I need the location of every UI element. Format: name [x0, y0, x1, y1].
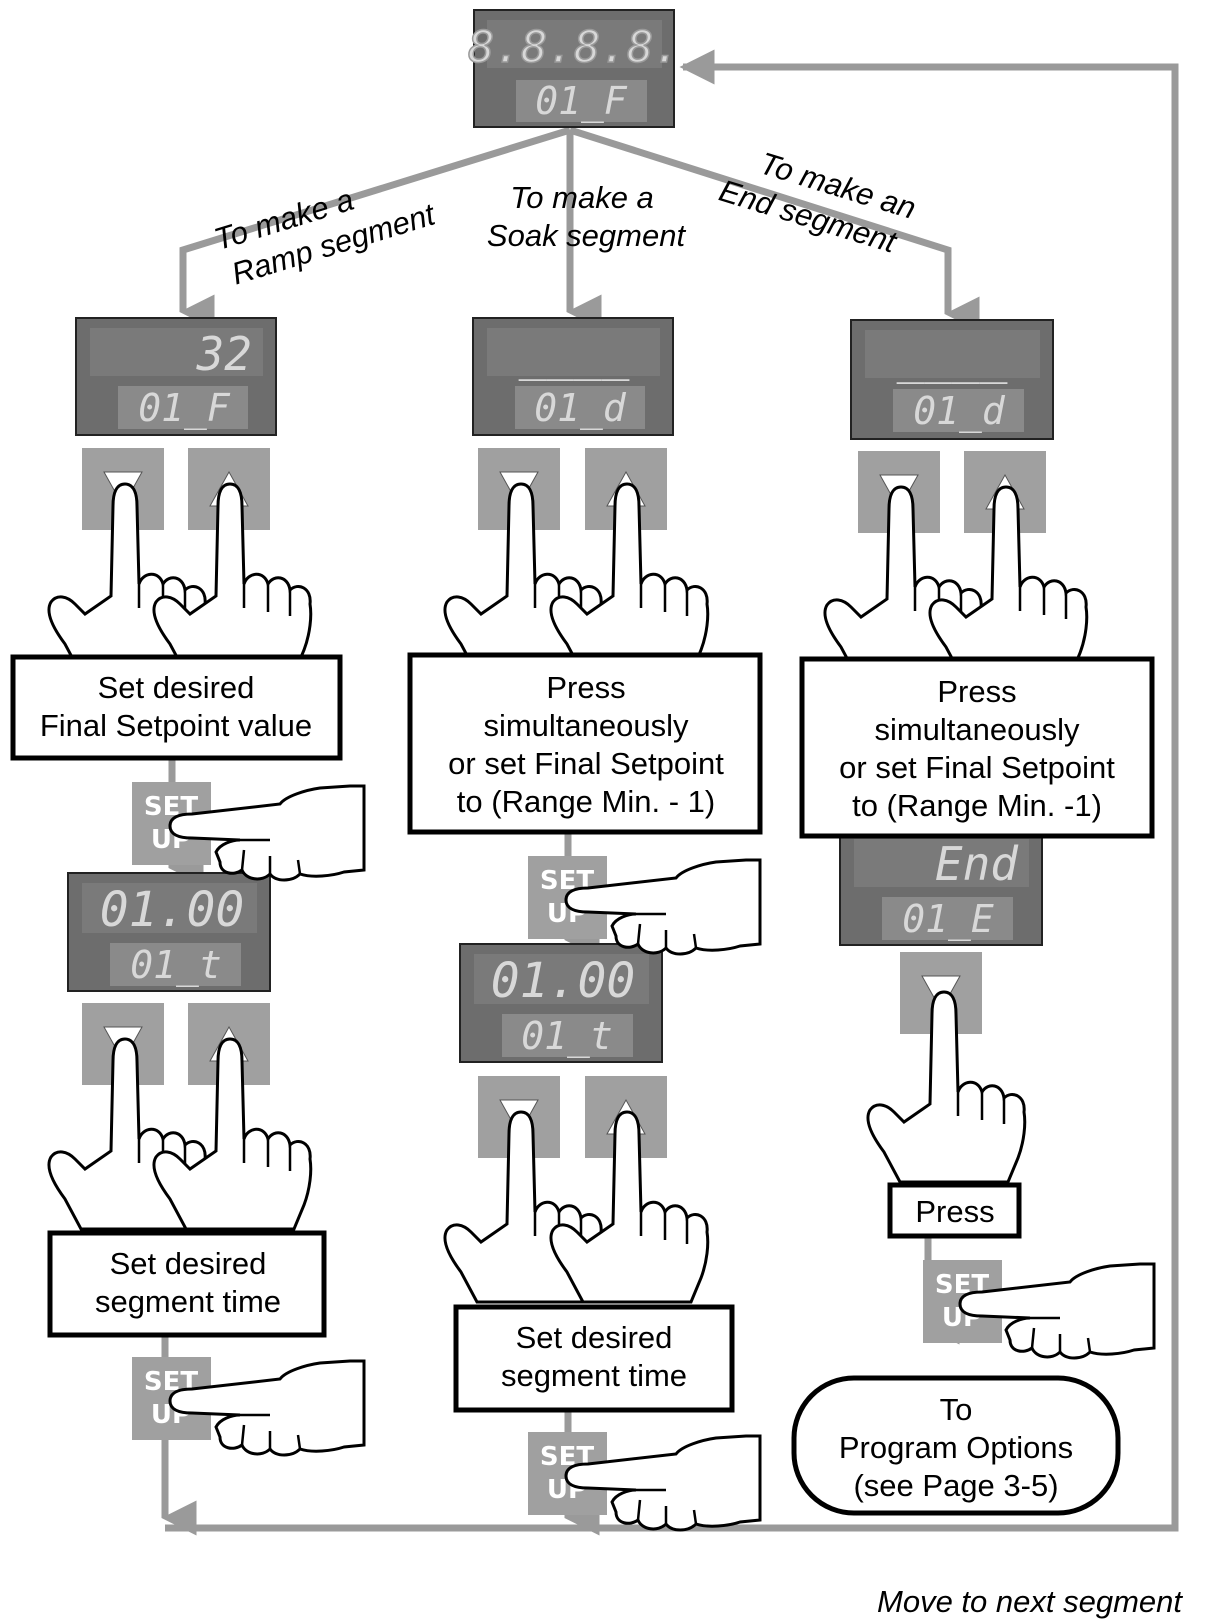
ramp-display-1-lower: 01_F	[138, 386, 231, 431]
top-controller-display: 8.8.8.8. 01_F	[467, 9, 681, 128]
end-down-key	[866, 952, 1027, 1184]
terminal-line: To	[940, 1392, 973, 1427]
end-instruction-1-line: or set Final Setpoint	[839, 750, 1115, 785]
program-options-terminal: To Program Options (see Page 3-5)	[791, 1375, 1121, 1516]
terminal-line: Program Options	[839, 1430, 1073, 1465]
ramp-instruction-1: Set desired Final Setpoint value	[10, 654, 343, 761]
ramp-setup-key-1: SET UP	[132, 782, 366, 882]
end-press-box: Press	[887, 1182, 1022, 1239]
end-display-2-upper: End	[935, 837, 1019, 891]
ramp-display-2-upper: 01.00	[100, 882, 245, 938]
end-display-2: End 01_E	[839, 828, 1043, 946]
top-display-lower: 01_F	[535, 79, 628, 124]
ramp-display-1: 32 01_F	[75, 317, 277, 436]
ramp-display-2-lower: 01_t	[130, 943, 222, 988]
end-arrow-keys-1	[823, 451, 1089, 679]
soak-display-2-upper: 01.00	[491, 953, 636, 1009]
end-display-1-upper: ____	[897, 330, 1008, 384]
soak-instruction-1-line: simultaneously	[483, 708, 689, 743]
soak-instruction-1-line: or set Final Setpoint	[448, 746, 724, 781]
soak-arrow-keys-2	[443, 1076, 710, 1304]
ramp-instruction-1-line: Final Setpoint value	[40, 708, 312, 743]
ramp-arrow-keys-2	[47, 1003, 313, 1231]
end-instruction-1-line: simultaneously	[874, 712, 1080, 747]
end-instruction-1-line: to (Range Min. -1)	[852, 788, 1102, 823]
ramp-setup-key-2: SET UP	[132, 1357, 366, 1457]
end-setup-key: SET UP	[923, 1260, 1156, 1360]
soak-display-2: 01.00 01_t	[459, 943, 663, 1063]
loop-label: Move to next segment	[877, 1584, 1183, 1619]
ramp-display-2: 01.00 01_t	[67, 872, 271, 992]
end-instruction-1: Press simultaneously or set Final Setpoi…	[799, 656, 1155, 839]
soak-instruction-2: Set desired segment time	[453, 1304, 735, 1413]
soak-instruction-1: Press simultaneously or set Final Setpoi…	[407, 652, 763, 835]
soak-instruction-1-line: to (Range Min. - 1)	[457, 784, 715, 819]
soak-arrow-keys-1	[443, 448, 710, 676]
ramp-instruction-2-line: segment time	[95, 1284, 281, 1319]
soak-instruction-2-line: Set desired	[516, 1320, 673, 1355]
top-display-upper: 8.8.8.8.	[468, 22, 680, 73]
end-display-1: ____ 01_d	[850, 319, 1054, 440]
branch-line-end	[568, 126, 980, 332]
soak-instruction-1-line: Press	[546, 670, 625, 705]
soak-display-2-lower: 01_t	[521, 1014, 613, 1059]
soak-setup-key-2: SET UP	[528, 1432, 762, 1532]
branch-line-ramp	[179, 126, 572, 330]
terminal-line: (see Page 3-5)	[853, 1468, 1058, 1503]
end-display-2-lower: 01_E	[902, 897, 994, 942]
ramp-instruction-2: Set desired segment time	[47, 1230, 327, 1338]
soak-display-1: ____ 01_d	[472, 317, 674, 436]
soak-branch-label-line: Soak segment	[487, 218, 687, 253]
soak-display-1-upper: ____	[519, 327, 630, 381]
soak-display-1-lower: 01_d	[534, 386, 627, 431]
end-instruction-1-line: Press	[937, 674, 1016, 709]
soak-setup-key-1: SET UP	[528, 856, 762, 956]
end-branch-label: To make an End segment	[715, 145, 920, 260]
ramp-arrow-keys-1	[47, 448, 313, 676]
pointing-hand-icon	[866, 990, 1027, 1184]
soak-branch-label: To make a Soak segment	[487, 180, 687, 253]
ramp-display-1-upper: 32	[196, 327, 252, 381]
end-press-label: Press	[915, 1194, 994, 1229]
ramp-instruction-1-line: Set desired	[98, 670, 255, 705]
end-display-1-lower: 01_d	[913, 389, 1006, 434]
soak-instruction-2-line: segment time	[501, 1358, 687, 1393]
soak-branch-label-line: To make a	[510, 180, 654, 215]
ramp-instruction-2-line: Set desired	[110, 1246, 267, 1281]
